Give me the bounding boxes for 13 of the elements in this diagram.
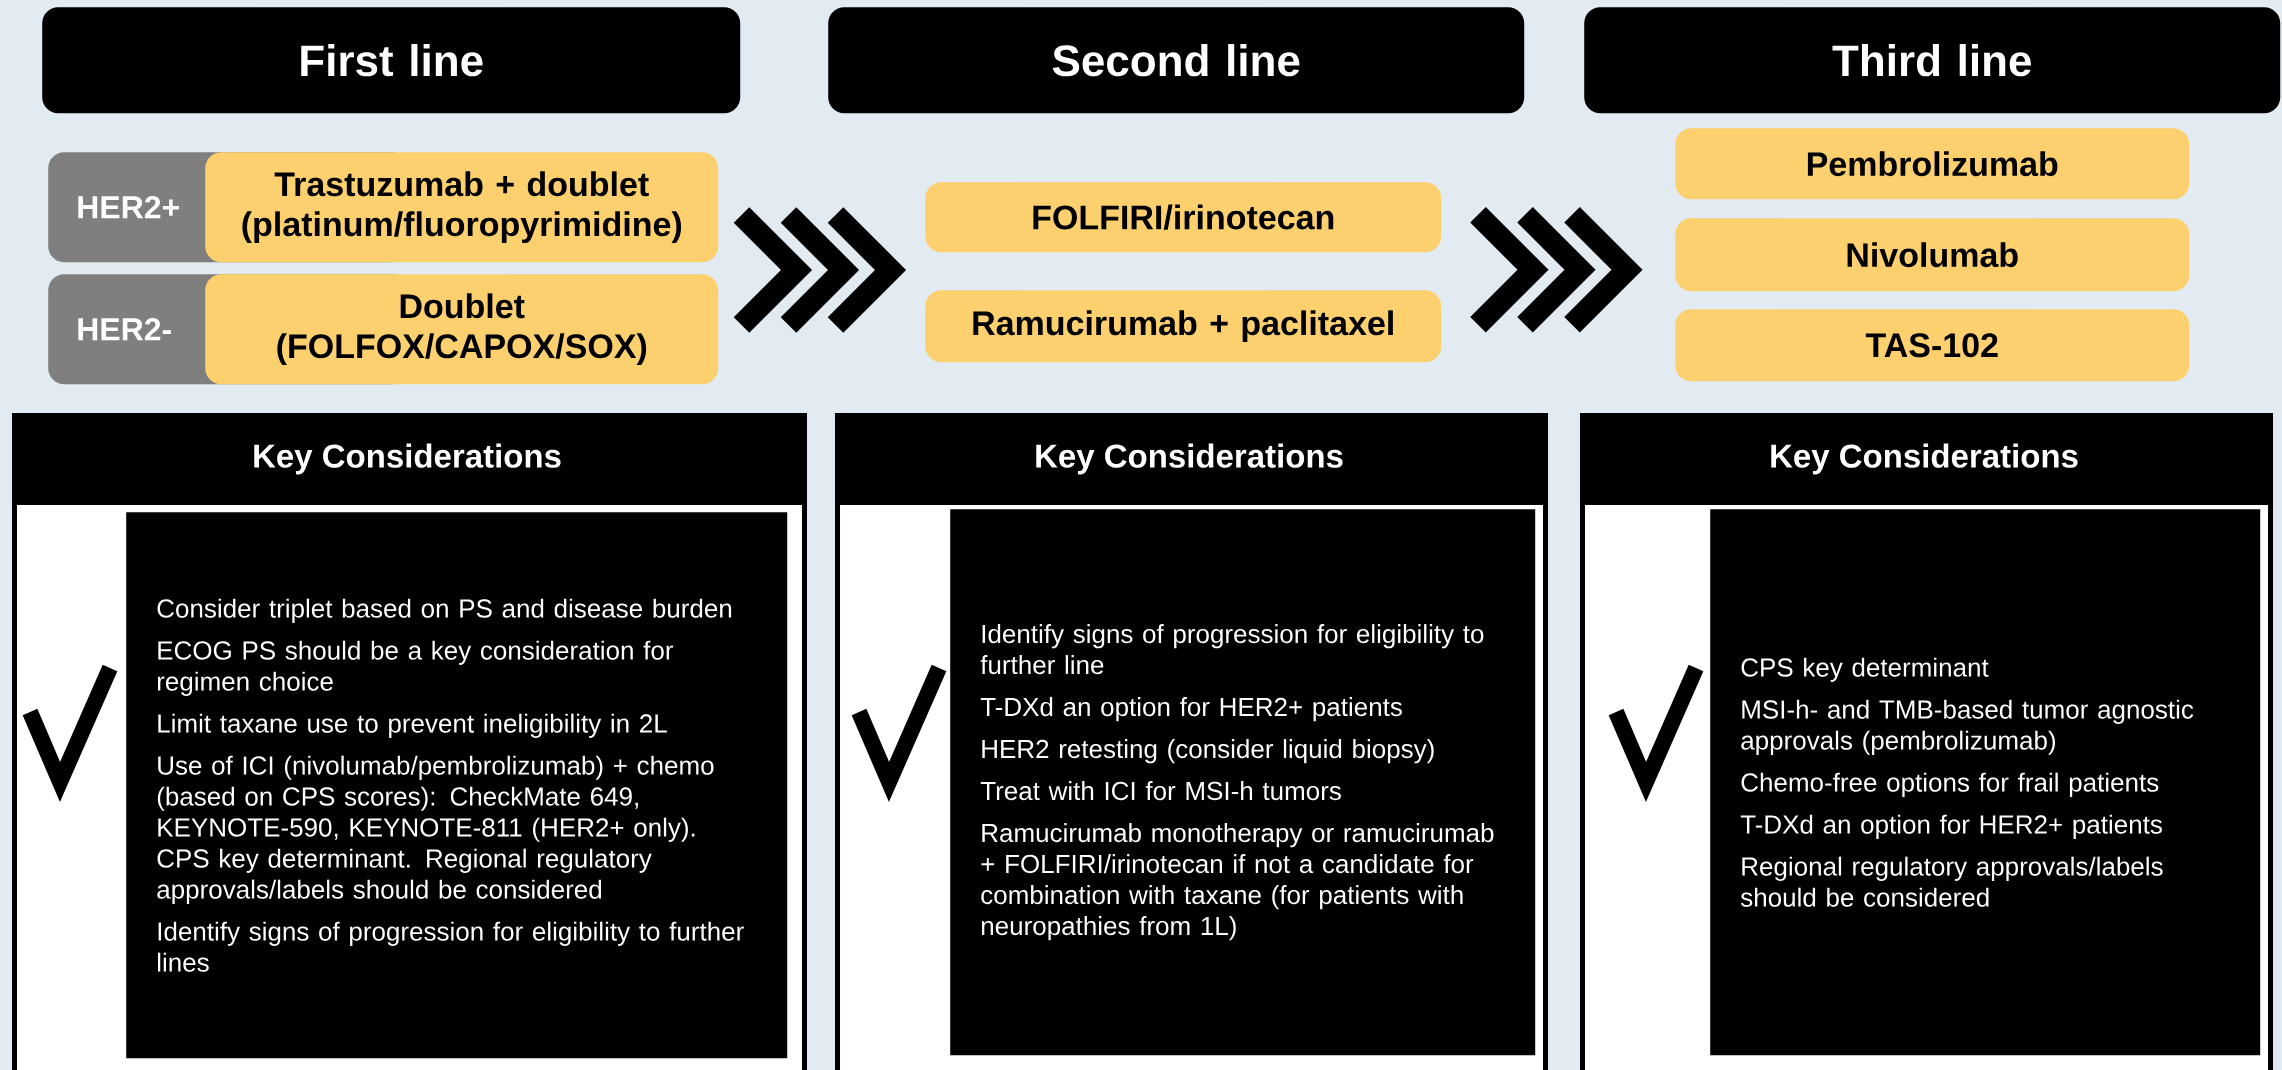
considerations-box: CPS key determinant MSI-h- and TMB-based tumor agnostic approvals (pembrolizumab) Chemo-free options for frail patients T-DXd an option for HER2+ patients Regional regulatory approvals/labels should be considered (1710, 509, 2261, 1056)
treatment-box: Ramucirumab + paclitaxel (925, 290, 1442, 363)
considerations-box: Identify signs of progression for eligibility to further line T-DXd an option for HER2+ patients HER2 retesting (consider liquid biopsy) Treat with ICI for MSI-h tumors Ramucirumab monotherapy or ramucirumab + FOLFIRI/irinotecan if not a candidate for combination with taxane (for patients with neuropathies from 1L) (950, 509, 1536, 1056)
treatment-box: TAS-102 (1675, 309, 2190, 382)
treatment-box: Doublet (FOLFOX/CAPOX/SOX) (205, 274, 719, 385)
column-header: First line (42, 7, 741, 114)
treatment-box: FOLFIRI/irinotecan (925, 182, 1442, 253)
treatment-box: Nivolumab (1675, 218, 2190, 292)
treatment-box: Pembrolizumab (1675, 128, 2190, 200)
column-header: Second line (828, 7, 1525, 114)
considerations-box: Consider triplet based on PS and disease burden ECOG PS should be a key consideration for regimen choice Limit taxane use to prevent ineligibility in 2L Use of ICI (nivolumab/pembrolizumab) + chemo (based on CPS scores): CheckMate 649, KEYNOTE-590, KEYNOTE-811 (HER2+ only). CPS key determinant. Regional regulatory approvals/labels should be considered Identify signs of progression for eligibility to further lines (126, 512, 788, 1059)
column-header: Third line (1584, 7, 2281, 114)
treatment-box: Trastuzumab + doublet (platinum/fluoropyrimidine) (205, 152, 719, 263)
